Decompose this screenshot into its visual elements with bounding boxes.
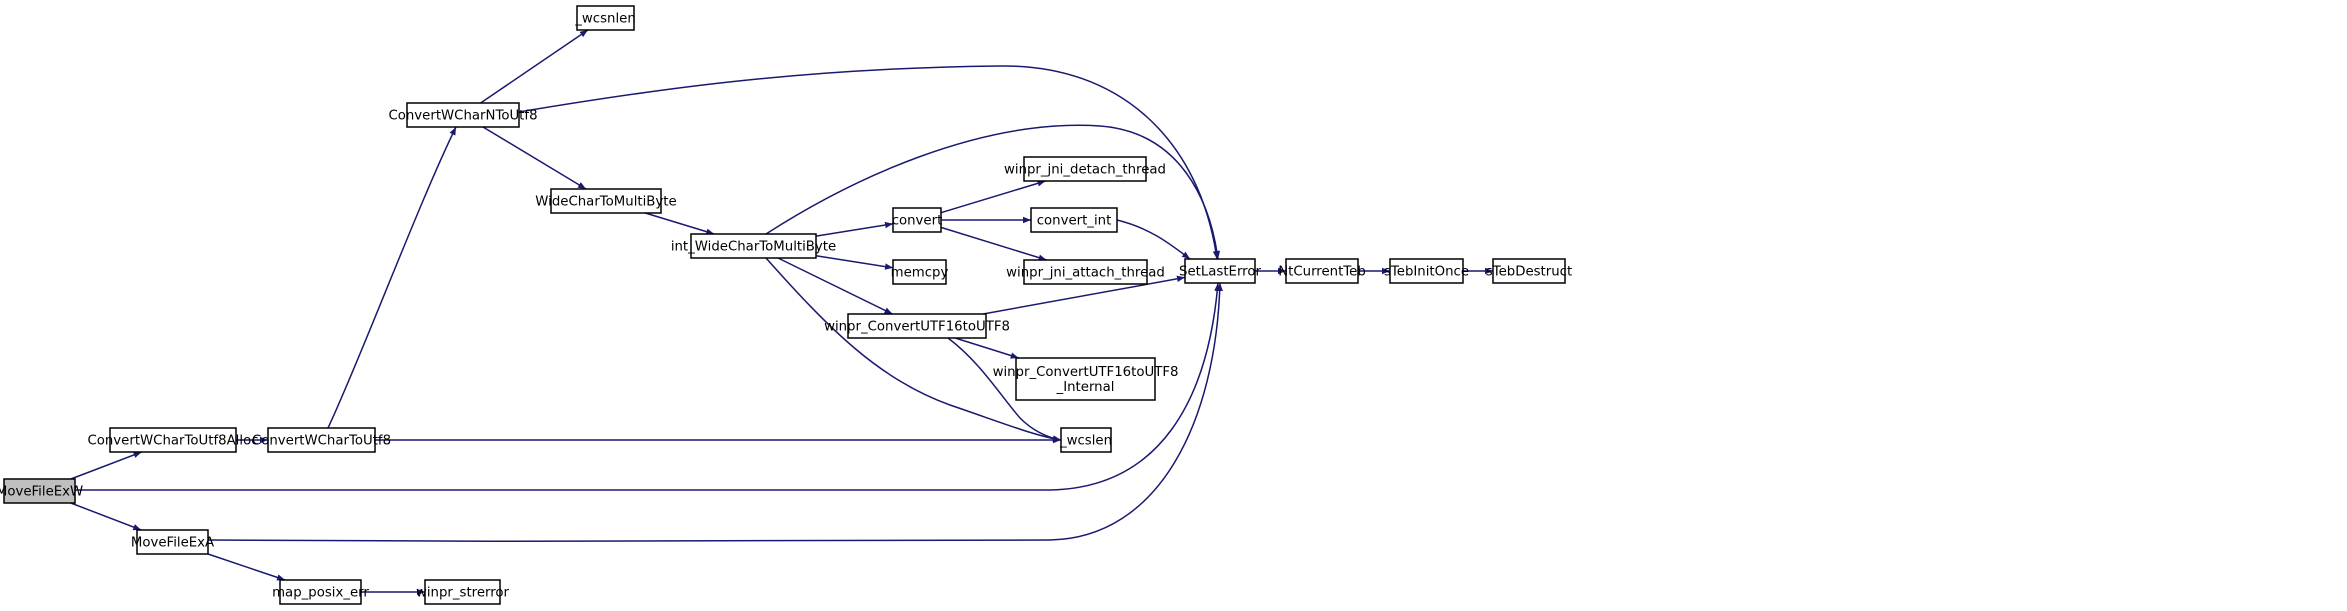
node-box: [424, 579, 501, 605]
edge-convert-to-winpr_jni_detach_thread: [940, 180, 1046, 214]
node-map_posix_err[interactable]: map_posix_err: [272, 579, 369, 605]
node-label: ConvertWCharToUtf8Alloc: [87, 434, 258, 449]
edge-winpr_ConvertUTF16toUTF8-to-SetLastError: [982, 275, 1186, 315]
node-box: [690, 233, 817, 259]
edge-int_WideCharToMultiByte-to-winpr_ConvertUTF16toUTF8: [777, 257, 893, 315]
node-label: convert: [892, 214, 943, 229]
node-label: sTebDestruct: [1486, 265, 1572, 280]
node-winpr_jni_detach_thread[interactable]: winpr_jni_detach_thread: [1004, 156, 1166, 182]
edge-convert_int-to-SetLastError: [1116, 219, 1191, 260]
node-ConvertWCharToUtf8[interactable]: ConvertWCharToUtf8: [252, 427, 391, 453]
node-box: [1184, 258, 1256, 284]
node-ConvertWCharToUtf8Alloc[interactable]: ConvertWCharToUtf8Alloc: [87, 427, 259, 453]
node-label: winpr_jni_detach_thread: [1004, 163, 1166, 178]
node-winpr_ConvertUTF16toUTF8_Internal[interactable]: winpr_ConvertUTF16toUTF8_Internal: [993, 357, 1179, 401]
node-box: [892, 207, 942, 233]
node-label: ConvertWCharNToUtf8: [388, 109, 537, 124]
node-MoveFileExA[interactable]: MoveFileExA: [131, 529, 214, 555]
node-winpr_strerror[interactable]: winpr_strerror: [416, 579, 510, 605]
node-box: [3, 478, 76, 504]
node-label: SetLastError: [1179, 265, 1261, 280]
node-SetLastError[interactable]: SetLastError: [1179, 258, 1261, 284]
node-sTebInitOnce[interactable]: sTebInitOnce: [1384, 258, 1469, 284]
node-int_WideCharToMultiByte[interactable]: int_WideCharToMultiByte: [671, 233, 836, 259]
edge-int_WideCharToMultiByte-to-_wcslen: [765, 257, 1062, 442]
node-label: winpr_strerror: [416, 586, 510, 601]
node-box: [267, 427, 376, 453]
node-label: winpr_ConvertUTF16toUTF8: [993, 365, 1179, 380]
node-box: [1389, 258, 1464, 284]
node-label: _Internal: [1056, 380, 1115, 395]
node-box: [109, 427, 237, 453]
node-convert_int[interactable]: convert_int: [1030, 207, 1118, 233]
node-label: NtCurrentTeb: [1278, 265, 1366, 280]
node-label: convert_int: [1037, 214, 1112, 229]
node-box: [1285, 258, 1359, 284]
node-box: [1023, 156, 1147, 182]
node-NtCurrentTeb[interactable]: NtCurrentTeb: [1278, 258, 1366, 284]
edge-layer: [70, 29, 1493, 596]
node-box: [1023, 259, 1148, 285]
node-label: winpr_jni_attach_thread: [1006, 266, 1165, 281]
edge-WideCharToMultiByte-to-int_WideCharToMultiByte: [645, 212, 715, 235]
node-label: winpr_ConvertUTF16toUTF8: [824, 320, 1010, 335]
node-box: [892, 259, 947, 285]
node-box: [406, 102, 520, 128]
edge-winpr_ConvertUTF16toUTF8-to-_wcslen: [947, 337, 1062, 442]
node-box: [136, 529, 209, 555]
edge-int_WideCharToMultiByte-to-SetLastError: [765, 124, 1221, 260]
edge-MoveFileExA-to-map_posix_err: [207, 553, 286, 581]
edge-MoveFileExA-to-SetLastError: [207, 282, 1223, 543]
edge-ConvertWCharToUtf8-to-ConvertWCharNToUtf8: [327, 126, 457, 429]
edge-ConvertWCharNToUtf8-to-SetLastError: [518, 65, 1220, 260]
node-label: _wcsnlen: [574, 12, 636, 27]
node-label: MoveFileExA: [131, 536, 214, 551]
node-ConvertWCharNToUtf8[interactable]: ConvertWCharNToUtf8: [388, 102, 538, 128]
edge-ConvertWCharNToUtf8-to-_wcsnlen: [480, 29, 589, 104]
node-label: _wcslen: [1059, 434, 1112, 449]
node-box: [1030, 207, 1118, 233]
node-box: [279, 579, 362, 605]
edge-winpr_ConvertUTF16toUTF8-to-winpr_ConvertUTF16toUTF8_Internal: [954, 337, 1019, 359]
node-box: [847, 313, 987, 339]
node-WideCharToMultiByte[interactable]: WideCharToMultiByte: [535, 188, 677, 214]
node-label: map_posix_err: [272, 586, 369, 601]
edge-int_WideCharToMultiByte-to-memcpy: [815, 255, 894, 270]
node-winpr_jni_attach_thread[interactable]: winpr_jni_attach_thread: [1006, 259, 1165, 285]
node-box: [1492, 258, 1566, 284]
node-label: ConvertWCharToUtf8: [252, 434, 391, 449]
edge-ConvertWCharNToUtf8-to-WideCharToMultiByte: [482, 126, 587, 190]
node-label: WideCharToMultiByte: [535, 195, 676, 210]
edge-int_WideCharToMultiByte-to-convert: [815, 221, 894, 237]
node-label: memcpy: [891, 266, 949, 281]
node-_wcslen[interactable]: _wcslen: [1059, 427, 1112, 453]
node-convert[interactable]: convert: [892, 207, 943, 233]
edge-MoveFileExW-to-ConvertWCharToUtf8Alloc: [70, 451, 142, 480]
node-sTebDestruct[interactable]: sTebDestruct: [1486, 258, 1572, 284]
node-label: sTebInitOnce: [1384, 265, 1469, 280]
node-box: [550, 188, 662, 214]
edge-convert-to-winpr_jni_attach_thread: [940, 226, 1047, 261]
node-box: [1015, 357, 1156, 401]
node-winpr_ConvertUTF16toUTF8[interactable]: winpr_ConvertUTF16toUTF8: [824, 313, 1010, 339]
node-label: int_WideCharToMultiByte: [671, 240, 836, 255]
node-MoveFileExW[interactable]: MoveFileExW: [0, 478, 83, 504]
edge-MoveFileExW-to-MoveFileExA: [70, 502, 142, 531]
node-box: [576, 5, 635, 31]
node-layer: MoveFileExWConvertWCharToUtf8AllocConver…: [0, 5, 1572, 605]
node-_wcsnlen[interactable]: _wcsnlen: [574, 5, 636, 31]
node-label: MoveFileExW: [0, 485, 83, 500]
node-memcpy[interactable]: memcpy: [891, 259, 949, 285]
node-box: [1060, 427, 1112, 453]
